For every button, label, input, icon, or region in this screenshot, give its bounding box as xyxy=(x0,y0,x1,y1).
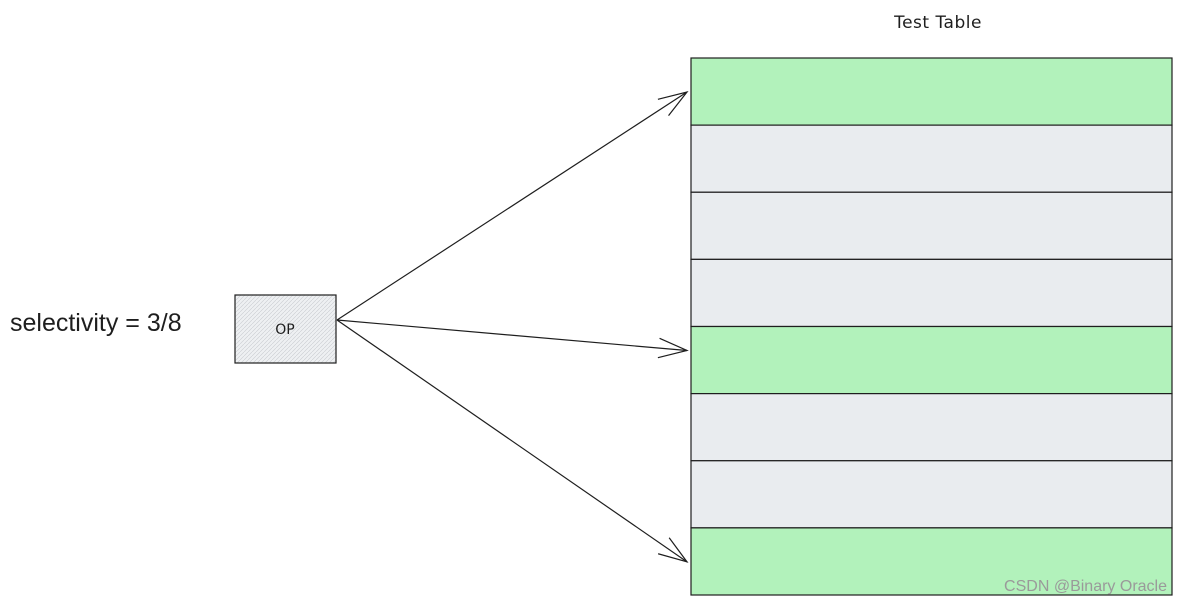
table-row xyxy=(690,393,1173,462)
arrow-shaft xyxy=(336,319,688,563)
selection-arrows xyxy=(336,90,689,563)
table-title: Test Table xyxy=(893,13,982,33)
selection-arrow xyxy=(336,319,689,359)
test-table xyxy=(690,57,1173,596)
table-row-selected xyxy=(690,527,1173,596)
table-row xyxy=(690,460,1173,529)
selection-arrow xyxy=(336,319,689,563)
arrowhead xyxy=(657,537,689,563)
selection-arrow xyxy=(336,90,689,321)
watermark: CSDN @Binary Oracle xyxy=(1004,578,1167,595)
table-row xyxy=(690,258,1173,328)
arrowhead xyxy=(657,337,689,359)
selectivity-label: selectivity = 3/8 xyxy=(10,309,182,337)
arrow-shaft xyxy=(336,319,688,352)
table-row xyxy=(690,191,1173,260)
operator-box xyxy=(234,294,337,364)
table-row xyxy=(690,124,1173,193)
arrow-shaft xyxy=(336,91,688,321)
table-row-selected xyxy=(690,57,1173,126)
operator-label: OP xyxy=(275,322,294,338)
operator-node: OP xyxy=(234,294,337,364)
arrowhead xyxy=(657,90,689,117)
table-row-selected xyxy=(690,325,1173,395)
